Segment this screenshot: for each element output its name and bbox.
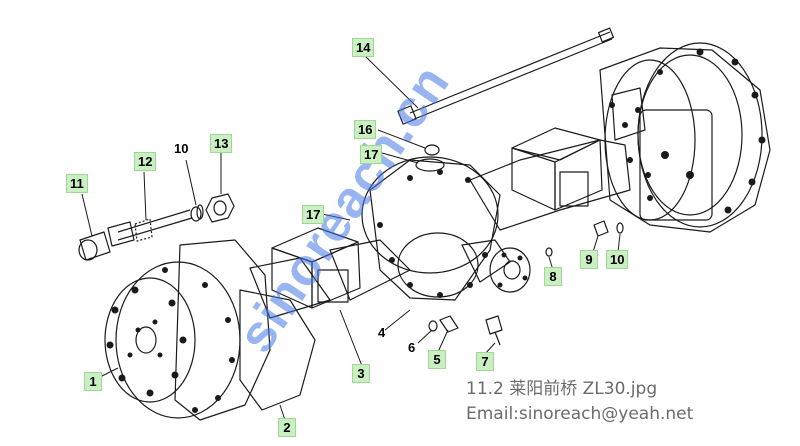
half-shaft <box>397 27 615 125</box>
image-title-caption: 11.2 莱阳前桥 ZL30.jpg <box>466 379 658 399</box>
washer-10 <box>196 204 204 220</box>
right-spring-seat <box>511 127 603 211</box>
callout-4: 4 <box>378 325 386 340</box>
differential-housing <box>361 144 531 301</box>
callout-6: 6 <box>408 340 416 355</box>
callout-8: 8 <box>544 267 562 286</box>
callout-12: 12 <box>134 152 157 171</box>
callout-14: 14 <box>352 38 375 57</box>
callout-17: 17 <box>302 205 325 224</box>
kingpin <box>107 206 202 247</box>
email-caption: Email:sinoreach@yeah.net <box>466 404 694 424</box>
callout-10-right: 10 <box>606 250 629 269</box>
left-spring-seat <box>271 227 361 309</box>
callout-9: 9 <box>580 250 598 269</box>
callout-11: 11 <box>66 174 88 193</box>
callout-1: 1 <box>84 372 102 391</box>
callout-2: 2 <box>278 418 296 437</box>
callout-16: 17 <box>360 145 383 164</box>
plug-11 <box>78 231 111 261</box>
callout-10-left: 10 <box>174 141 189 156</box>
right-hub-assembly <box>599 42 771 233</box>
small-fasteners <box>428 220 624 346</box>
leader-lines <box>81 55 621 421</box>
left-hub-assembly <box>104 239 316 421</box>
nut-13 <box>205 193 235 223</box>
callout-15: 16 <box>354 120 377 139</box>
callout-13: 13 <box>210 134 233 153</box>
callout-3: 3 <box>352 364 370 383</box>
callout-7: 7 <box>476 352 494 371</box>
callout-5: 5 <box>428 350 446 369</box>
